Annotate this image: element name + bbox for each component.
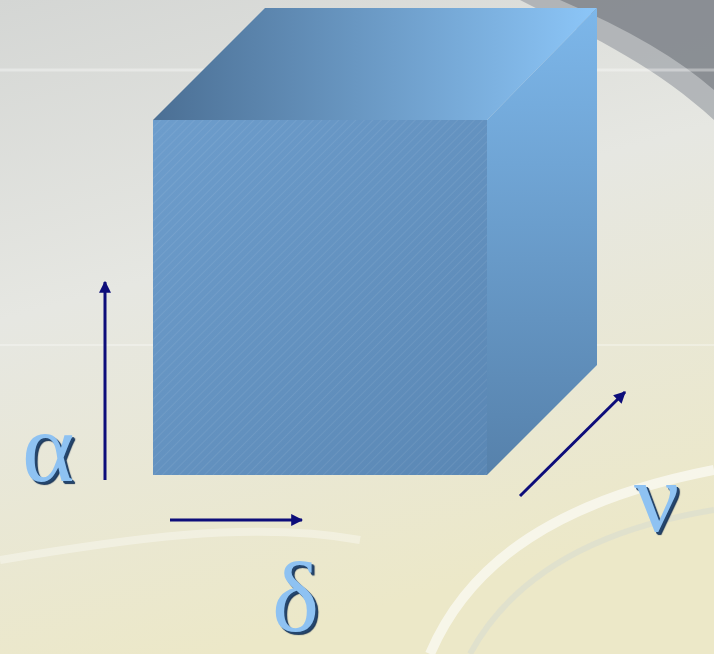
axis-label: δ xyxy=(272,548,319,648)
axis-label: ν xyxy=(634,448,679,548)
axis-label: α xyxy=(22,398,74,498)
